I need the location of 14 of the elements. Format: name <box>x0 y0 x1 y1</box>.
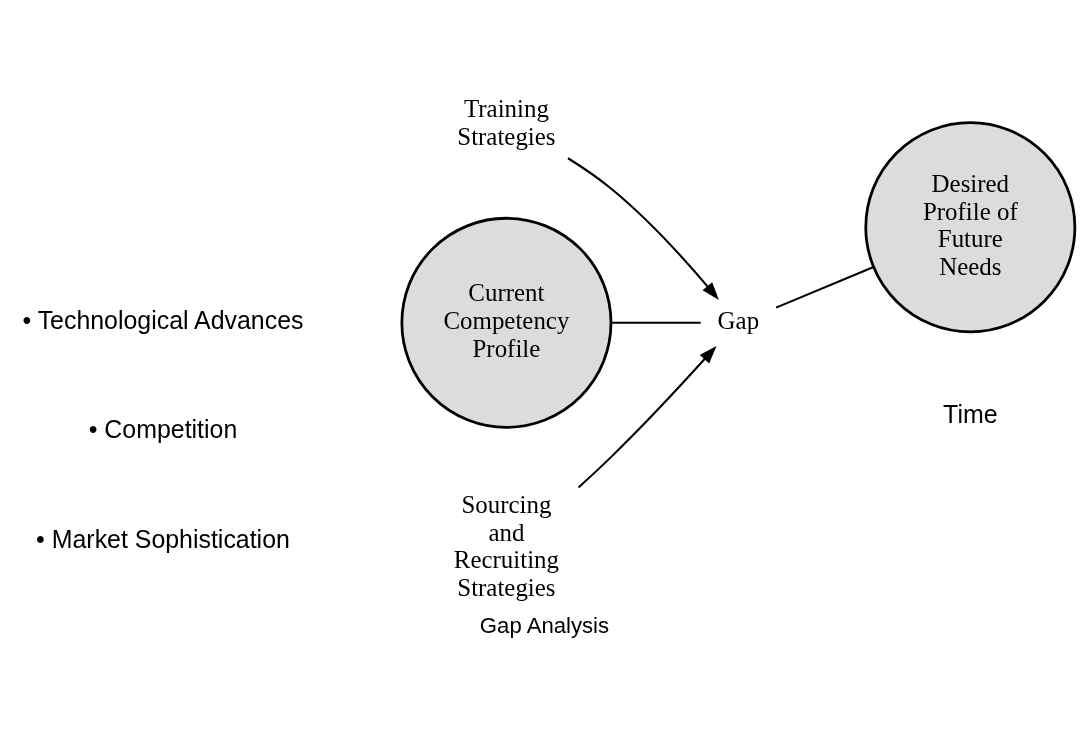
node-text: Training Strategies <box>457 94 556 150</box>
caption: Gap Analysis <box>479 612 610 638</box>
label: • Market Sophistication <box>36 524 290 553</box>
arrow <box>577 345 717 488</box>
arrow <box>567 156 719 300</box>
node-text: Sourcing and Recruiting Strategies <box>453 490 559 601</box>
node-circle: Current Competency Profile <box>400 216 613 429</box>
label: • Competition <box>88 414 238 443</box>
node-circle: Desired Profile of Future Needs <box>864 120 1077 333</box>
connector <box>775 265 874 309</box>
label: Time <box>943 399 998 428</box>
connector <box>611 321 701 324</box>
node-text: Gap <box>717 306 760 334</box>
label: • Technological Advances <box>22 305 304 334</box>
